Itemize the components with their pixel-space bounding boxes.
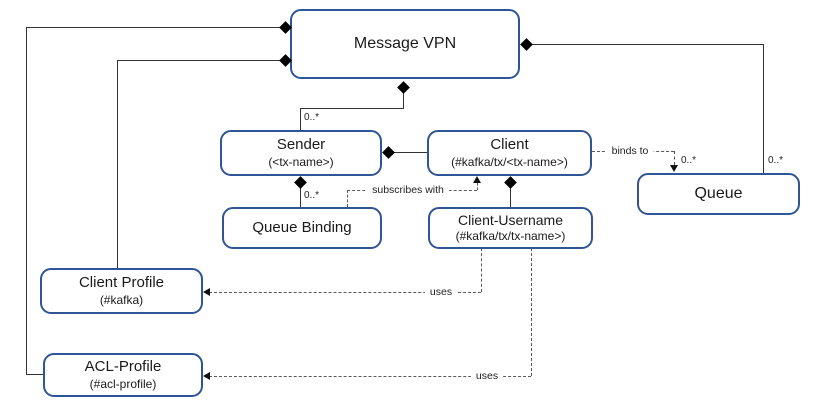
connector-subscribes-v2 bbox=[477, 183, 478, 190]
node-subtitle: (#kafka/tx/<tx-name>) bbox=[451, 154, 568, 169]
arrowhead-left-icon bbox=[203, 288, 210, 296]
multiplicity-label: 0..* bbox=[304, 190, 320, 201]
node-subtitle: (#kafka) bbox=[99, 292, 144, 307]
connector-client-clientusername-v bbox=[510, 183, 511, 207]
composition-diamond-icon bbox=[520, 38, 533, 51]
connector-sender-client-h bbox=[389, 152, 428, 153]
connector-vpn-acl-h1 bbox=[26, 27, 285, 28]
connector-vpn-acl-v bbox=[26, 27, 27, 375]
connector-sender-queuebinding-v bbox=[300, 183, 301, 207]
node-title: Client bbox=[490, 136, 529, 154]
composition-diamond-icon bbox=[382, 146, 395, 159]
composition-diamond-icon bbox=[397, 81, 410, 94]
node-client-profile: Client Profile (#kafka) bbox=[40, 268, 203, 314]
connector-uses-clientprofile-h bbox=[209, 292, 481, 293]
node-title: Client-Username bbox=[457, 211, 564, 228]
multiplicity-label: 0..* bbox=[681, 155, 697, 166]
connector-vpn-clientprofile-v bbox=[117, 60, 118, 268]
arrowhead-down-icon bbox=[670, 165, 678, 172]
connector-vpn-sender-v2 bbox=[300, 108, 301, 131]
node-subtitle: (<tx-name>) bbox=[268, 154, 334, 169]
node-acl-profile: ACL-Profile (#acl-profile) bbox=[43, 353, 203, 397]
edge-label-uses: uses bbox=[424, 286, 458, 298]
connector-vpn-queue-v bbox=[763, 44, 764, 173]
node-title: Queue Binding bbox=[252, 218, 352, 236]
connector-vpn-sender-v1 bbox=[403, 88, 404, 109]
node-message-vpn: Message VPN bbox=[290, 9, 520, 79]
edge-label-binds-to: binds to bbox=[606, 145, 654, 157]
node-title: Message VPN bbox=[353, 35, 457, 52]
node-client-username: Client-Username (#kafka/tx/tx-name>) bbox=[428, 207, 593, 249]
composition-diamond-icon bbox=[504, 176, 517, 189]
node-subtitle: (#acl-profile) bbox=[89, 376, 157, 391]
connector-bindsto-v bbox=[674, 151, 675, 165]
connector-uses-acl-h bbox=[209, 376, 531, 377]
connector-vpn-acl-h2 bbox=[26, 374, 43, 375]
connector-vpn-sender-h bbox=[300, 108, 404, 109]
edge-label-subscribes-with: subscribes with bbox=[367, 184, 449, 196]
arrowhead-left-icon bbox=[203, 372, 210, 380]
multiplicity-label: 0..* bbox=[768, 155, 784, 166]
multiplicity-label: 0..* bbox=[304, 112, 320, 123]
node-title: Sender bbox=[276, 136, 326, 154]
node-client: Client (#kafka/tx/<tx-name>) bbox=[427, 130, 592, 176]
node-sender: Sender (<tx-name>) bbox=[220, 130, 382, 176]
node-queue: Queue bbox=[637, 173, 800, 215]
node-queue-binding: Queue Binding bbox=[222, 207, 382, 249]
connector-vpn-clientprofile-h bbox=[117, 60, 285, 61]
node-subtitle: (#kafka/tx/tx-name>) bbox=[455, 229, 566, 244]
node-title: ACL-Profile bbox=[84, 358, 162, 376]
composition-diamond-icon bbox=[294, 176, 307, 189]
node-title: Queue bbox=[694, 185, 743, 202]
node-title: Client Profile bbox=[78, 274, 165, 292]
connector-uses-clientprofile-v bbox=[481, 248, 482, 292]
connector-subscribes-v1 bbox=[347, 190, 348, 207]
connector-vpn-queue-h bbox=[529, 44, 763, 45]
edge-label-uses: uses bbox=[470, 370, 504, 382]
connector-uses-acl-v bbox=[531, 248, 532, 376]
arrowhead-up-icon bbox=[473, 176, 481, 183]
